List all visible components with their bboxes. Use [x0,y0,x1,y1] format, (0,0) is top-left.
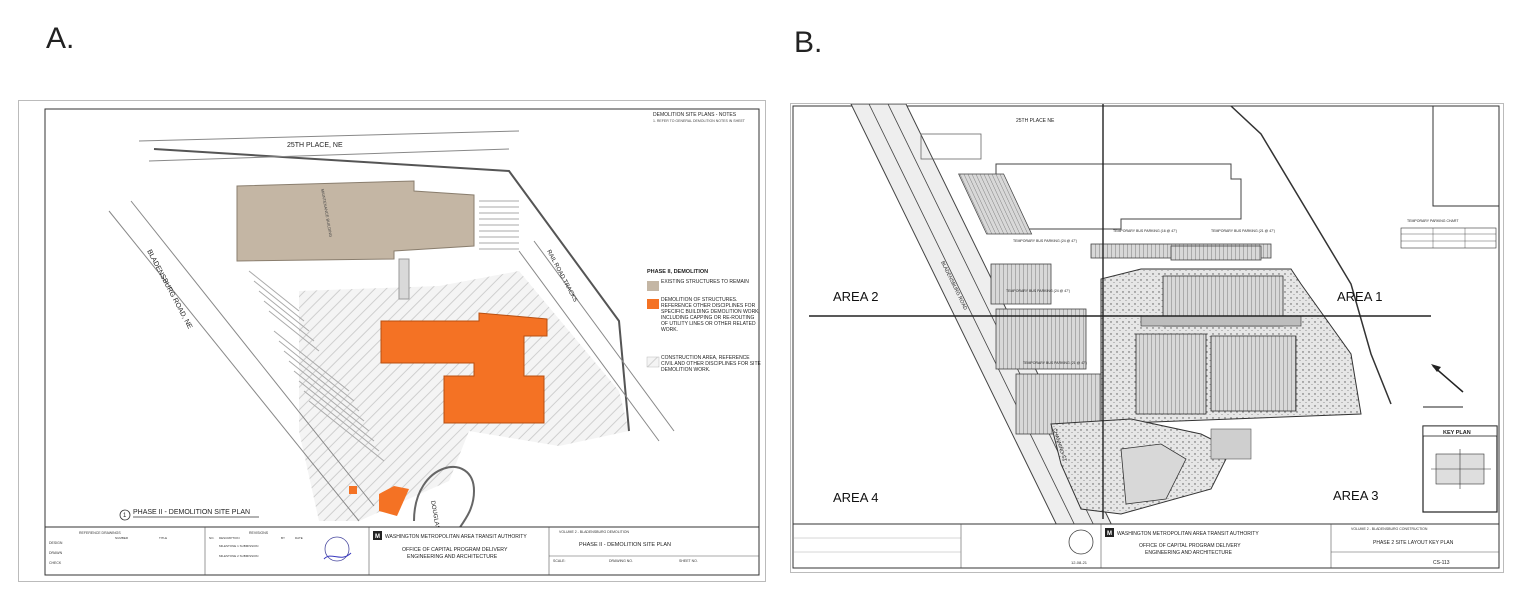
parking-label-3: TEMPORARY BUS PARKING (21 @ 47') [1211,229,1275,233]
key-plan: KEY PLAN [1422,425,1498,513]
title-block: REFERENCE DRAWINGS REVISIONS DESIGN DRAW… [44,526,760,576]
panel-label-a: A. [46,22,75,55]
existing-building [236,180,475,262]
row-drawn: DRAWN [49,551,63,555]
north-arrow-icon [1423,364,1464,408]
drawing-sheet-b: AREA 2 AREA 1 AREA 4 AREA 3 25TH PLACE N… [790,103,1504,573]
demolition-site-plan: 25TH PLACE, NE BLADENSBURG ROAD, NE RAIL… [44,108,761,576]
col-date: DATE [295,536,303,540]
parking-chart-title: TEMPORARY PARKING CHART [1407,219,1459,223]
legend-title: PHASE II, DEMOLITION [647,269,708,275]
street-top-label: 25TH PLACE NE [1016,118,1055,124]
area-1-label: AREA 1 [1337,289,1383,304]
street-left-label: BLADENSBURG ROAD, NE [145,249,193,331]
legend-item-existing: EXISTING STRUCTURES TO REMAIN [661,279,749,285]
drawing-no-label: DRAWING NO. [609,559,633,563]
parking-label-4: TEMPORARY BUS PARKING (24 @ 47') [1006,289,1070,293]
key-plan-title: KEY PLAN [1443,430,1471,436]
signature [323,552,352,560]
dept-name: ENGINEERING AND ARCHITECTURE [1145,550,1233,556]
wmata-logo [1105,528,1114,537]
temporary-parking-rows [958,173,1272,435]
demolition-structure-small [379,486,409,516]
legend-swatch-demolition [647,299,659,309]
sheet-code: CS-113 [1433,560,1450,566]
notes-line: 1. REFER TO GENERAL DEMOLITION NOTES IN … [653,119,746,123]
authority-name: WASHINGTON METROPOLITAN AREA TRANSIT AUT… [385,534,527,540]
parking-label-1: TEMPORARY BUS PARKING (24 @ 47') [1013,239,1077,243]
legend-item-construction: CONSTRUCTION AREA, REFERENCE CIVIL AND O… [661,355,761,373]
panel-label-b: B. [794,26,823,59]
parking-label-5: TEMPORARY BUS PARKING (21 @ 47') [1023,361,1087,365]
col-title: TITLE [159,536,167,540]
sheet-no-label: SHEET NO. [679,559,698,563]
col-description: DESCRIPTION [219,536,240,540]
svg-text:M: M [375,534,380,540]
milestone-2: MILESTONE 2 SUBMISSION [219,554,258,558]
col-number: NUMBER [115,536,129,540]
plan-number: 1 [123,513,127,519]
legend-swatch-existing [647,281,659,291]
scale-label: SCALE: [553,559,565,563]
office-name: OFFICE OF CAPITAL PROGRAM DELIVERY [402,547,508,553]
row-design: DESIGN [49,541,63,545]
stamp-date: 12-08-21 [1071,560,1088,565]
legend-swatch-construction [646,356,660,368]
site-layout-key-plan: AREA 2 AREA 1 AREA 4 AREA 3 25TH PLACE N… [791,104,1503,572]
title-right: PHASE II - DEMOLITION SITE PLAN [579,542,671,548]
site-boundary [153,148,630,432]
row-check: CHECK [49,561,62,565]
engineer-seal [324,536,350,562]
site-boundary-right [1230,105,1392,405]
area-4-label: AREA 4 [833,490,879,505]
parking-label-2: TEMPORARY BUS PARKING (16 @ 47') [1113,229,1177,233]
area-3-label: AREA 3 [1333,488,1379,503]
authority-name: WASHINGTON METROPOLITAN AREA TRANSIT AUT… [1117,531,1259,537]
revision-header: REVISIONS [249,531,269,535]
parking-chart: TEMPORARY PARKING CHART [1400,219,1497,249]
notes-title: DEMOLITION SITE PLANS - NOTES [653,112,737,118]
dept-name: ENGINEERING AND ARCHITECTURE [407,554,498,560]
office-name: OFFICE OF CAPITAL PROGRAM DELIVERY [1139,543,1241,549]
legend-item-demolition: DEMOLITION OF STRUCTURES. REFERENCE OTHE… [661,297,760,333]
title-block: 12-08-21 M WASHINGTON METROPOLITAN AREA … [792,523,1500,569]
wmata-logo [373,531,382,540]
reference-header: REFERENCE DRAWINGS [79,531,121,535]
demolition-structure [380,312,548,424]
plan-title: PHASE II - DEMOLITION SITE PLAN [133,509,250,516]
col-no: NO. [209,536,215,540]
volume-label: VOLUME 2 - BLADENSBURG CONSTRUCTION [1351,527,1428,531]
drawing-sheet-a: 25TH PLACE, NE BLADENSBURG ROAD, NE RAIL… [18,100,766,582]
milestone-1: MILESTONE 1 SUBMISSION [219,544,258,548]
engineer-seal [1068,529,1094,555]
street-top-label: 25TH PLACE, NE [287,142,343,149]
col-by: BY [281,536,285,540]
parking-stalls [248,200,519,462]
title-right: PHASE 2 SITE LAYOUT KEY PLAN [1373,540,1454,546]
legend: PHASE II, DEMOLITION EXISTING STRUCTURES… [646,269,761,373]
volume-label: VOLUME 2 - BLADENSBURG DEMOLITION [559,530,629,534]
svg-text:M: M [1107,531,1112,537]
existing-building-outline [995,163,1242,230]
area-2-label: AREA 2 [833,289,879,304]
